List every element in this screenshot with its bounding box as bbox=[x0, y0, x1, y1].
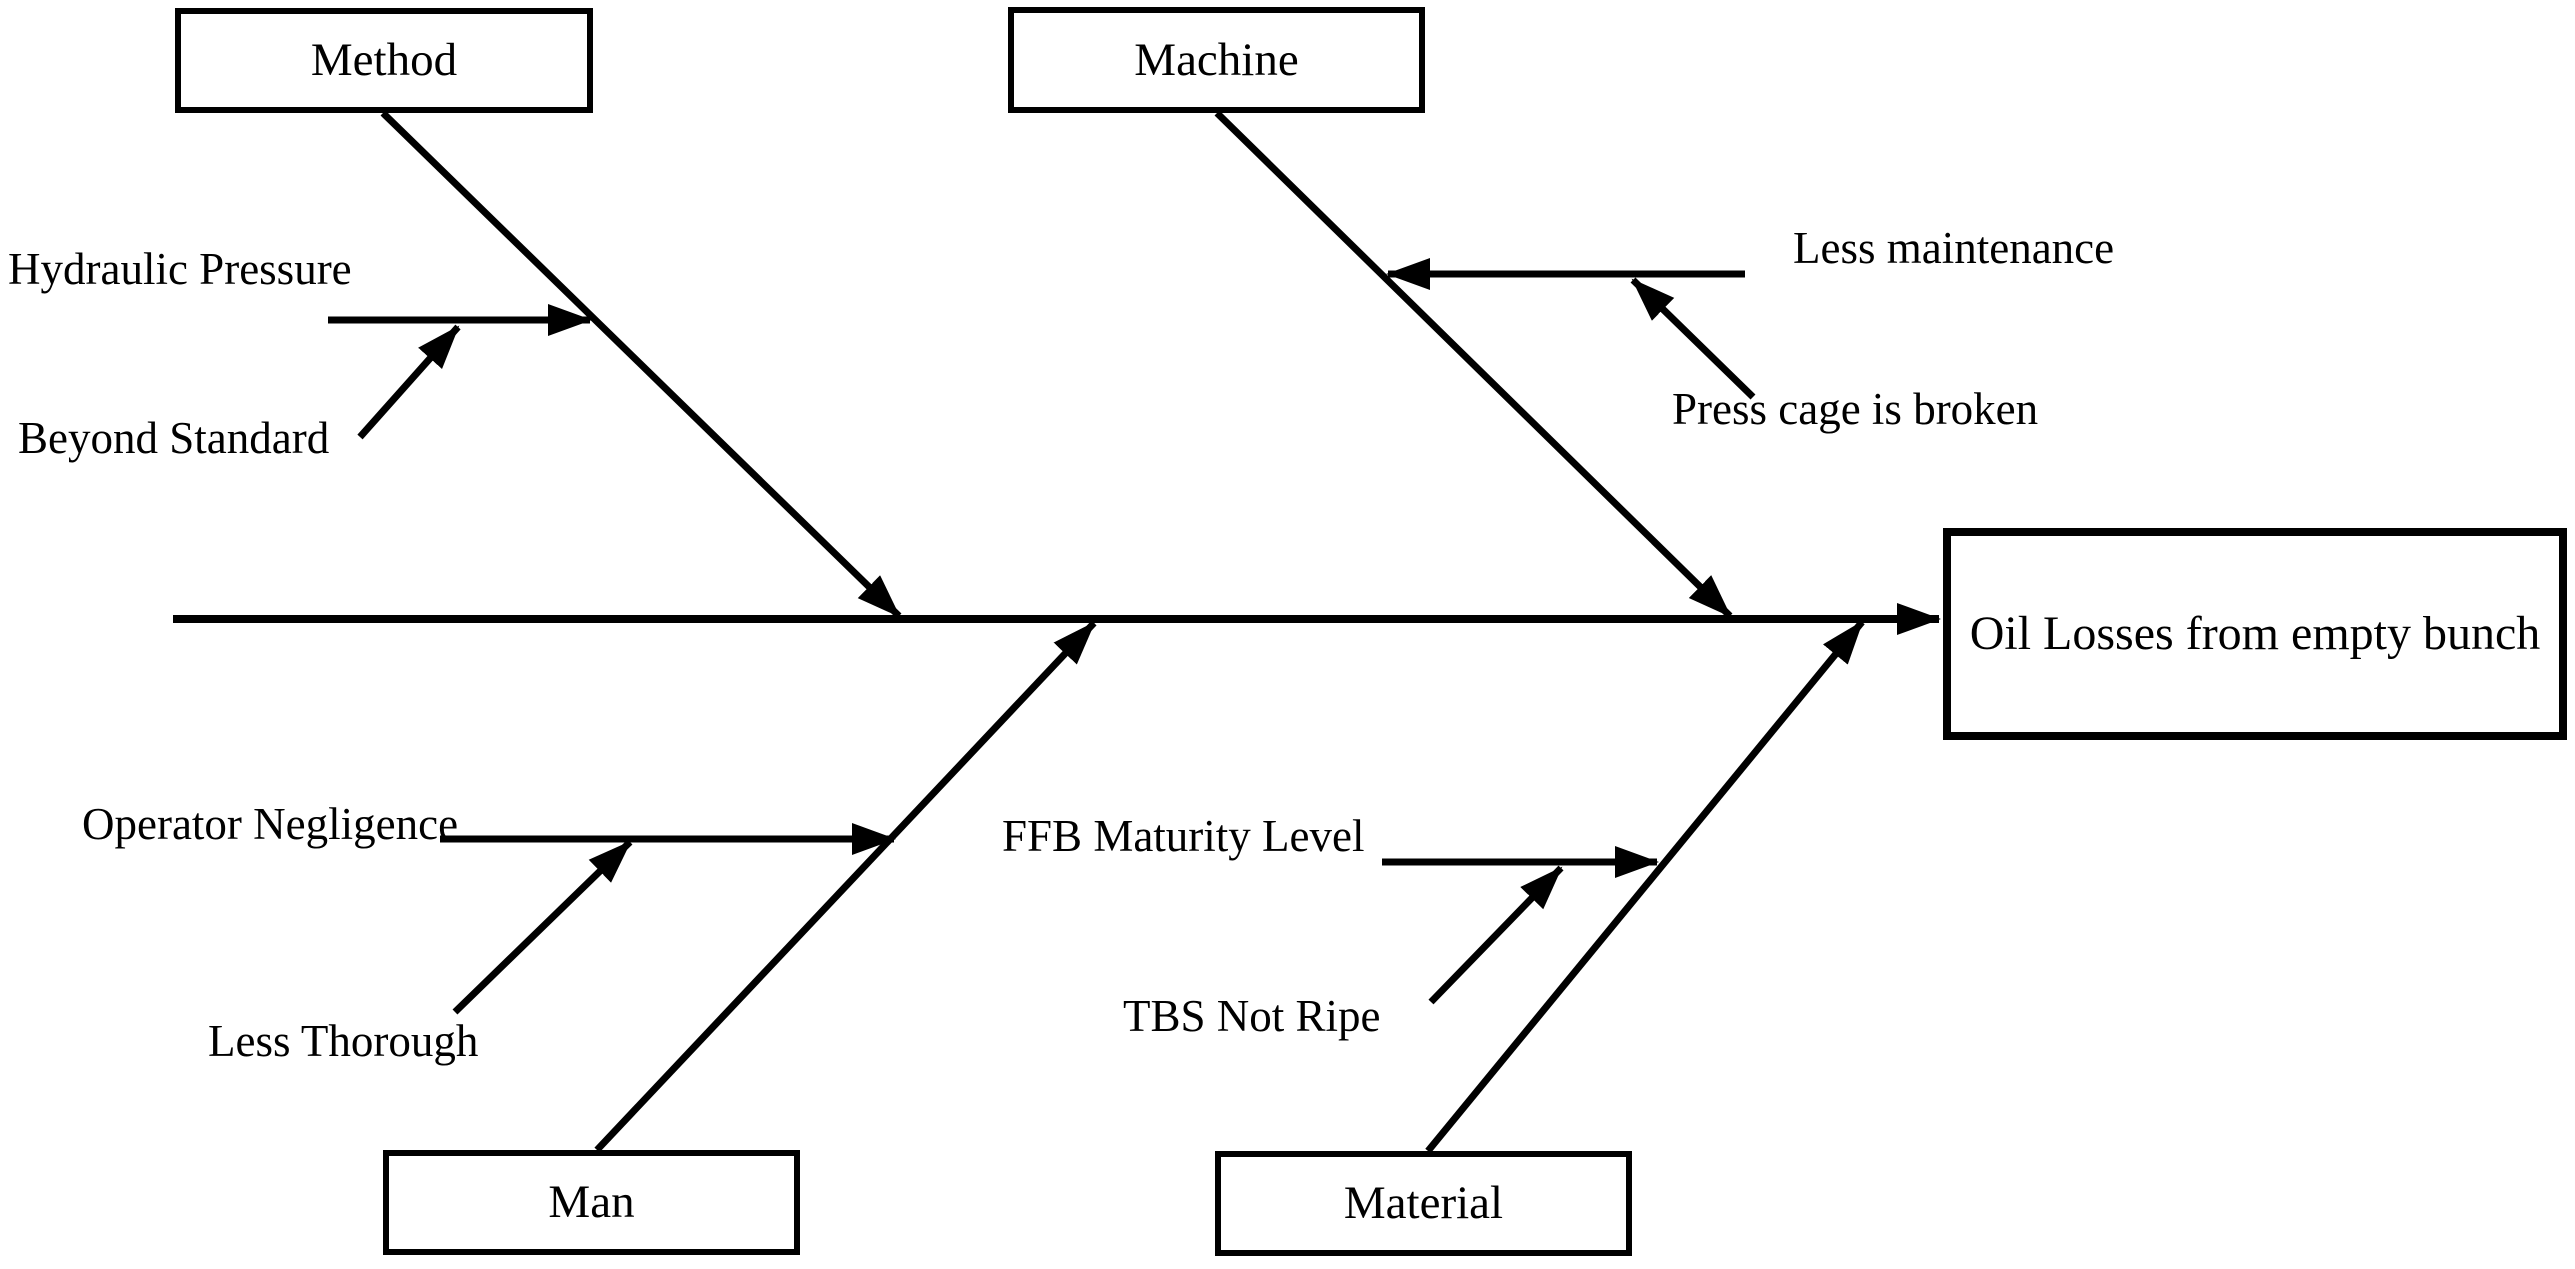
material-branch-arrow bbox=[1425, 619, 1865, 1154]
cause-label-beyond-standard: Beyond Standard bbox=[18, 413, 330, 463]
category-box-method: Method bbox=[175, 8, 593, 113]
cause-label-less-maintenance: Less maintenance bbox=[1793, 223, 2115, 273]
method-branch-arrow bbox=[380, 110, 902, 619]
category-box-man: Man bbox=[383, 1150, 800, 1255]
cause-label-press-cage-is-broken: Press cage is broken bbox=[1672, 384, 2039, 434]
category-box-machine: Machine bbox=[1008, 7, 1425, 113]
category-label-material: Material bbox=[1343, 1177, 1504, 1229]
beyond-standard-arrow bbox=[357, 324, 461, 440]
cause-label-ffb-maturity-level: FFB Maturity Level bbox=[1002, 811, 1365, 861]
cause-label-tbs-not-ripe: TBS Not Ripe bbox=[1123, 991, 1381, 1041]
cause-label-hydraulic-pressure: Hydraulic Pressure bbox=[8, 244, 352, 294]
category-label-man: Man bbox=[548, 1176, 635, 1228]
effect-box: Oil Losses from empty bunch bbox=[1943, 528, 2567, 740]
category-label-method: Method bbox=[310, 34, 458, 86]
less-thorough-arrow bbox=[452, 839, 633, 1015]
machine-branch-arrow bbox=[1214, 110, 1733, 619]
effect-label: Oil Losses from empty bunch bbox=[1969, 607, 2541, 660]
tbs-not-ripe-arrow bbox=[1428, 865, 1564, 1005]
cause-label-operator-negligence: Operator Negligence bbox=[82, 799, 459, 849]
press-cage-arrow bbox=[1630, 277, 1756, 400]
cause-label-less-thorough: Less Thorough bbox=[208, 1016, 479, 1066]
category-label-machine: Machine bbox=[1134, 33, 1299, 86]
category-box-material: Material bbox=[1215, 1151, 1632, 1256]
man-branch-arrow bbox=[594, 620, 1097, 1153]
